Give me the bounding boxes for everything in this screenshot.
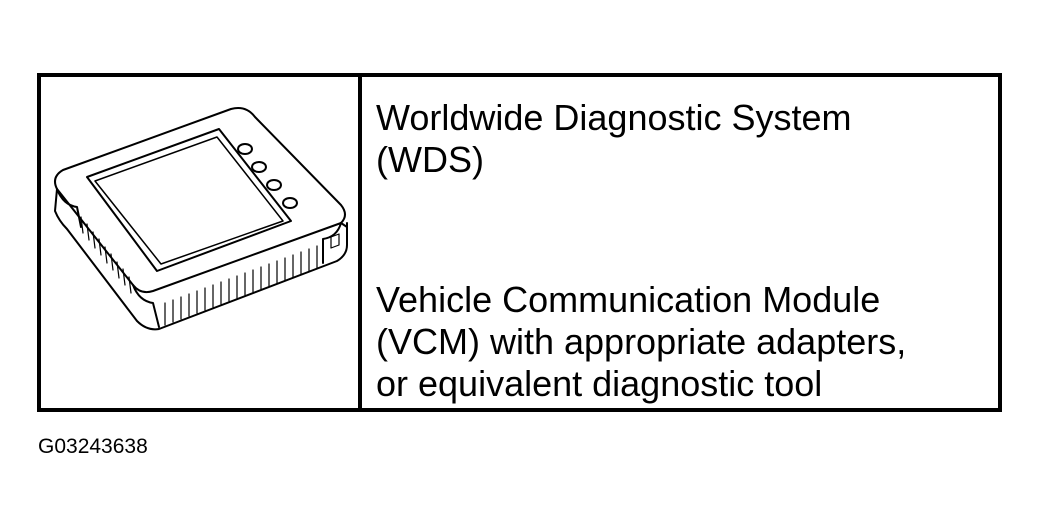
figure-id: G03243638 <box>38 435 148 458</box>
tool-name-vcm: Vehicle Communication Module (VCM) with … <box>376 279 907 404</box>
diagnostic-tablet-icon <box>54 107 348 331</box>
tool-name-wds: Worldwide Diagnostic System (WDS) <box>376 97 852 180</box>
tool-image-cell <box>41 77 362 408</box>
special-tool-table: Worldwide Diagnostic System (WDS) Vehicl… <box>37 73 1002 412</box>
tool-description-cell: Worldwide Diagnostic System (WDS) Vehicl… <box>362 77 998 408</box>
